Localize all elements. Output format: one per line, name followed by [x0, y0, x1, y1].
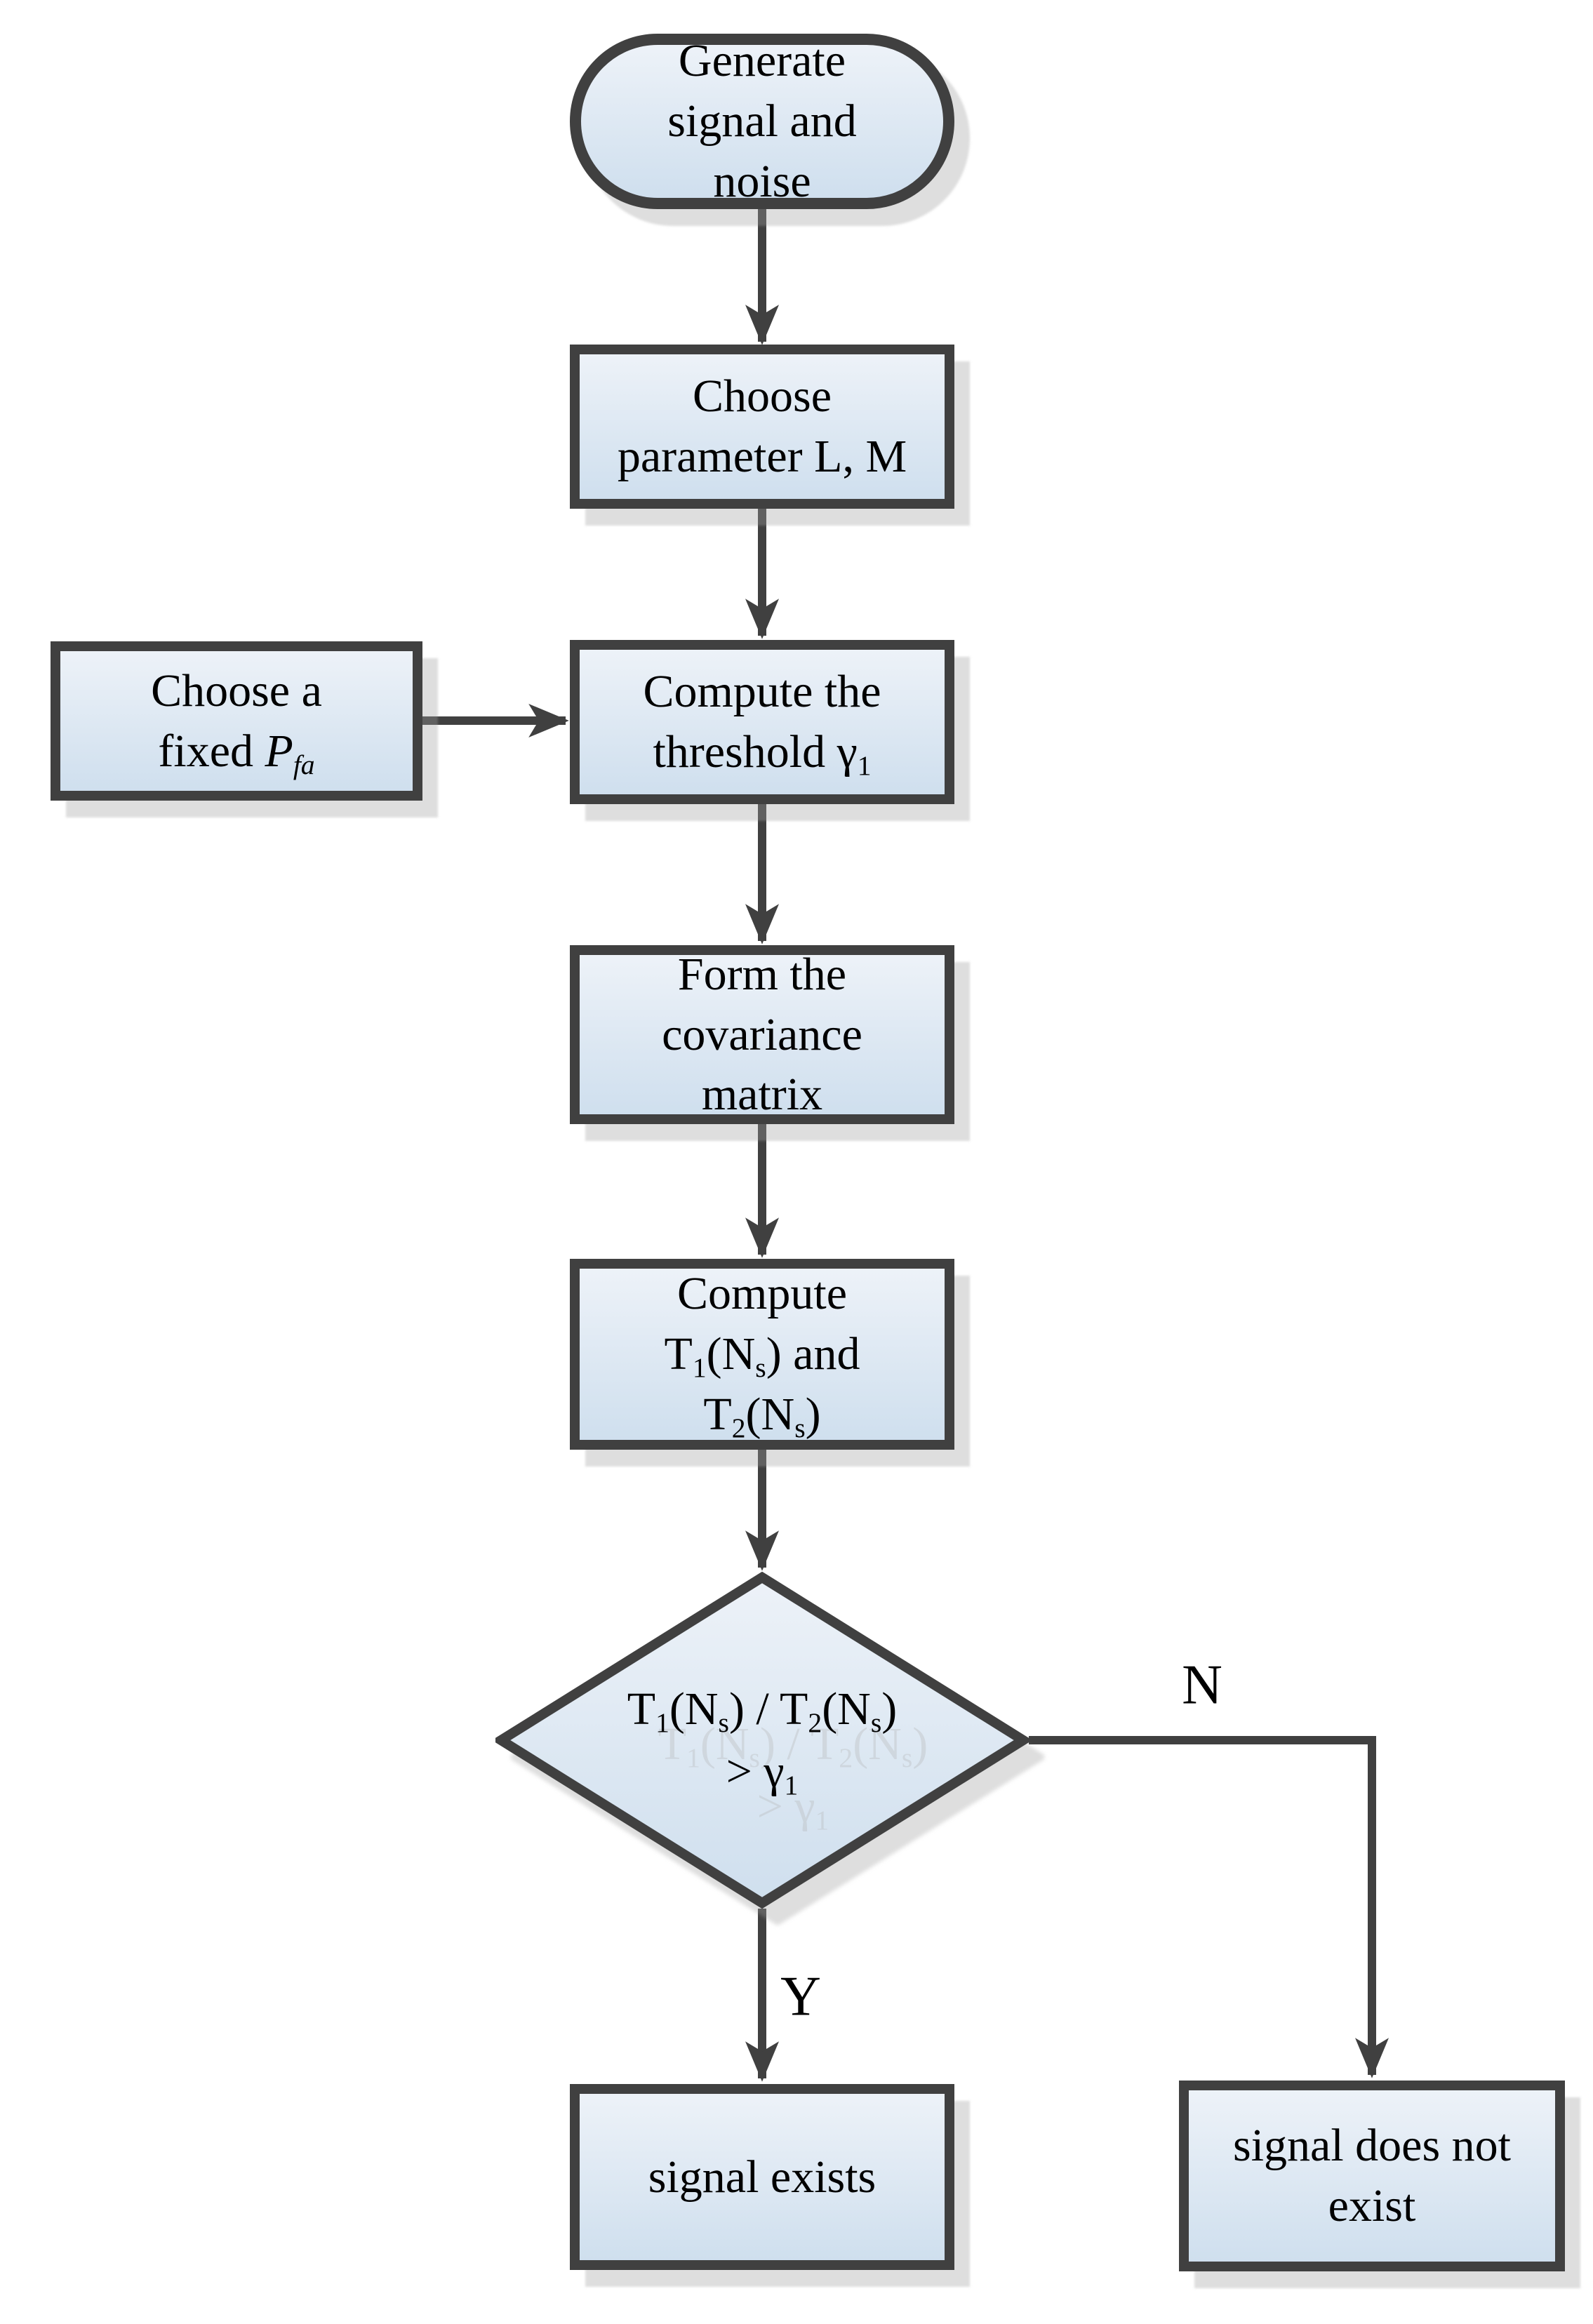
label-line: parameter L, M	[618, 427, 907, 487]
label-line: Choose a	[151, 661, 322, 721]
label-fragment: covariance	[662, 1008, 862, 1060]
label-fragment: γ	[837, 726, 858, 777]
label-fragment: s	[794, 1412, 806, 1443]
node-start-terminator: Generate signal and noise	[570, 34, 954, 209]
label-fragment: s	[870, 1707, 882, 1738]
label-fragment: γ	[764, 1746, 785, 1797]
label-line: threshold γ1	[643, 722, 881, 782]
label-fragment: fixed	[158, 725, 265, 777]
diamond-polygon	[495, 1572, 1029, 1909]
label-line: covariance	[662, 1005, 862, 1065]
label-fragment: 2	[731, 1412, 746, 1443]
label-fragment: Compute the	[643, 666, 881, 718]
label-fragment: signal exists	[648, 2151, 877, 2203]
label-fragment: 1	[784, 1770, 799, 1801]
label-fragment: Choose	[693, 370, 832, 422]
label-fragment: Generate	[678, 35, 846, 87]
label-fragment: T	[664, 1328, 693, 1380]
label-fragment: s	[718, 1707, 729, 1738]
label-line: Compute the	[643, 662, 881, 722]
decision-diamond-shape	[495, 1572, 1029, 1909]
node-signal-exists: signal exists	[570, 2084, 954, 2270]
label-fragment: 2	[808, 1707, 822, 1738]
label-fragment: )	[881, 1683, 898, 1735]
label-line: signal exists	[648, 2147, 877, 2208]
arrow-decision-no	[1029, 1736, 1389, 2078]
node-label: Generate signal and noise	[667, 31, 856, 211]
label-fragment: threshold	[653, 726, 837, 777]
label-fragment: P	[265, 725, 293, 777]
label-line: T1(Ns) / T2(Ns)	[627, 1678, 897, 1740]
label-fragment: 1	[692, 1352, 707, 1384]
label-fragment: Compute	[677, 1268, 847, 1320]
label-fragment: ) and	[766, 1328, 860, 1380]
node-signal-not-exist: signal does not exist	[1179, 2081, 1565, 2271]
label-fragment: fa	[293, 749, 315, 780]
label-fragment: s	[755, 1352, 766, 1384]
edge-label-no: N	[1182, 1654, 1222, 1716]
label-fragment: ) / T	[728, 1683, 808, 1735]
label-line: > γ1	[627, 1740, 897, 1803]
label-line: Compute	[665, 1264, 860, 1324]
node-form-covariance: Form the covariance matrix	[570, 945, 954, 1124]
label-fragment: 1	[857, 750, 872, 782]
label-line: exist	[1233, 2176, 1511, 2236]
edge-label-yes: Y	[780, 1965, 821, 2028]
node-decision-diamond: T1(Ns) / T2(Ns)> γ1	[495, 1572, 1029, 1909]
label-line: matrix	[662, 1064, 862, 1125]
node-label: signal exists	[648, 2147, 877, 2208]
label-fragment: (N	[822, 1683, 871, 1735]
label-fragment: 1	[655, 1707, 669, 1738]
label-line: T2(Ns)	[665, 1384, 860, 1445]
label-fragment: parameter L, M	[617, 431, 907, 482]
node-label: Choose parameter L, M	[618, 366, 907, 487]
node-choose-parameter: Choose parameter L, M	[570, 345, 954, 509]
label-fragment: (N	[669, 1683, 719, 1735]
label-line: signal and	[667, 91, 856, 152]
label-line: Form the	[662, 944, 862, 1005]
node-label: signal does not exist	[1233, 2116, 1511, 2236]
label-line: fixed Pfa	[151, 721, 322, 782]
label-line: T1(Ns) and	[665, 1324, 860, 1384]
label-fragment: Choose a	[151, 665, 322, 716]
label-fragment: (N	[706, 1328, 756, 1380]
node-label: T1(Ns) / T2(Ns)> γ1	[627, 1678, 897, 1803]
label-fragment: signal and	[667, 95, 857, 147]
label-fragment: T	[627, 1683, 656, 1735]
label-line: Generate	[667, 31, 856, 91]
label-fragment: Form the	[677, 948, 847, 1000]
label-fragment: T	[703, 1388, 732, 1440]
label-fragment: signal does not	[1233, 2120, 1511, 2172]
label-fragment: matrix	[701, 1069, 823, 1121]
label-line: Choose	[618, 366, 907, 427]
label-line: signal does not	[1233, 2116, 1511, 2176]
label-fragment: >	[726, 1746, 764, 1797]
label-fragment: (N	[745, 1388, 795, 1440]
label-fragment: exist	[1328, 2180, 1416, 2231]
node-label: Form the covariance matrix	[662, 944, 862, 1125]
label-fragment: )	[805, 1388, 821, 1440]
label-fragment: noise	[713, 155, 811, 207]
label-line: noise	[667, 152, 856, 212]
